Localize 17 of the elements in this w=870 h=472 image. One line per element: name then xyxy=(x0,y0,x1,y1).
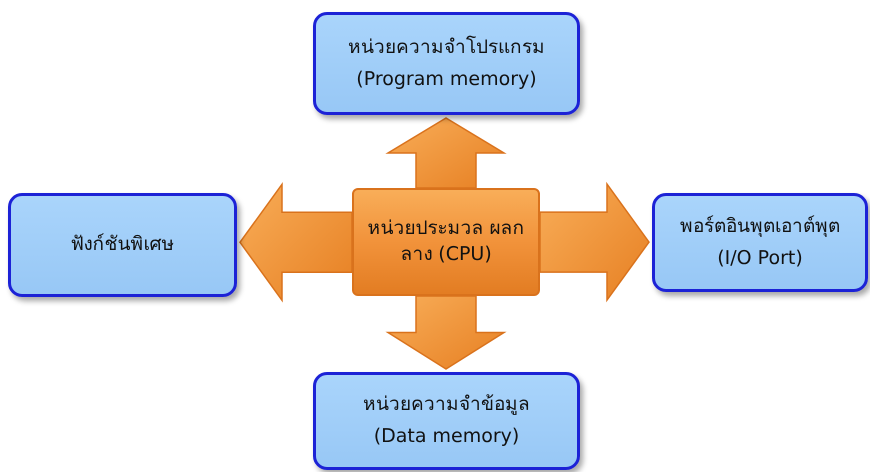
node-label: (I/O Port) xyxy=(717,246,803,270)
node-label: หน่วยประมวล ผลกลาง (CPU) xyxy=(366,216,526,267)
node-label: พอร์ตอินพุตเอาต์พุต xyxy=(680,214,840,239)
node-label: ฟังก์ชันพิเศษ xyxy=(70,232,174,258)
cpu-block xyxy=(352,188,540,296)
node-label: หน่วยความจำข้อมูล xyxy=(363,392,530,418)
node-label: (Data memory) xyxy=(374,424,520,449)
process-box xyxy=(313,372,580,470)
block-arrow xyxy=(539,182,650,302)
node-label: (Program memory) xyxy=(356,66,537,92)
block-arrow xyxy=(385,295,507,370)
process-box xyxy=(8,193,237,297)
node-label: หน่วยความจำโปรแกรม xyxy=(348,34,545,60)
block-arrow xyxy=(239,182,353,303)
process-box xyxy=(313,12,580,115)
process-box xyxy=(652,193,868,292)
block-arrow xyxy=(385,117,507,189)
